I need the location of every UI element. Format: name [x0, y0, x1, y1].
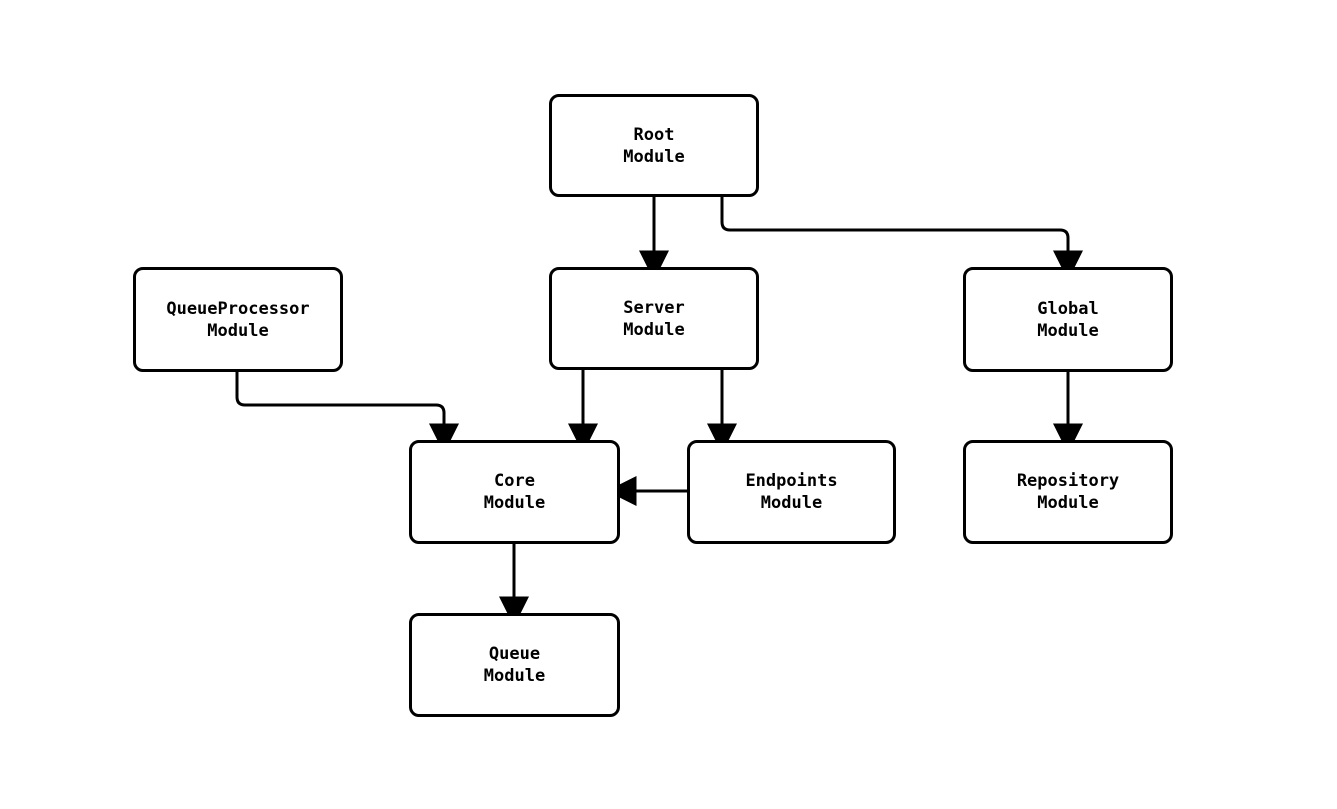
node-repository[interactable]: Repository Module	[963, 440, 1173, 544]
node-global[interactable]: Global Module	[963, 267, 1173, 372]
node-queueprocessor[interactable]: QueueProcessor Module	[133, 267, 343, 372]
node-endpoints[interactable]: Endpoints Module	[687, 440, 896, 544]
node-label-server: Server Module	[623, 297, 685, 340]
edge-paths	[235, 197, 1083, 627]
node-label-root: Root Module	[623, 124, 685, 167]
node-label-endpoints: Endpoints Module	[745, 471, 838, 513]
node-label-global: Global Module	[1037, 298, 1099, 341]
node-queue[interactable]: Queue Module	[409, 613, 620, 717]
edge-root-to-global	[720, 197, 1083, 281]
edge-queueprocessor-to-core	[235, 372, 459, 454]
node-label-queueprocessor: QueueProcessor Module	[166, 298, 310, 341]
node-label-repository: Repository Module	[1016, 471, 1120, 513]
node-server[interactable]: Server Module	[549, 267, 759, 370]
node-label-core: Core Module	[483, 471, 546, 513]
node-root[interactable]: Root Module	[549, 94, 759, 197]
node-label-queue: Queue Module	[483, 644, 546, 686]
node-core[interactable]: Core Module	[409, 440, 620, 544]
